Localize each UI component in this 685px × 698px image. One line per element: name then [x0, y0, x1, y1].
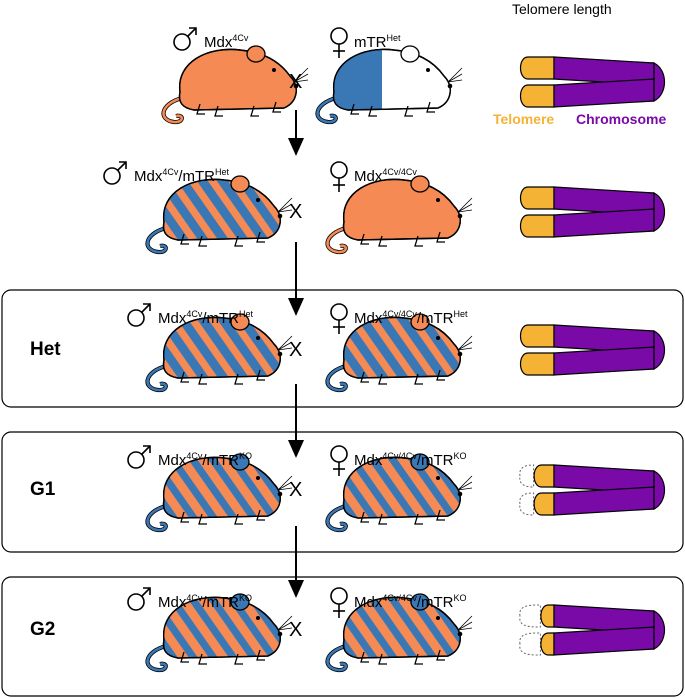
genotype-suffix: /mTR	[202, 452, 240, 469]
generation-title-g1: G1	[30, 479, 56, 500]
genotype-base: Mdx	[158, 452, 187, 469]
genotype-base: Mdx	[134, 168, 163, 185]
genotype-base: mTR	[354, 34, 387, 51]
genotype-suffix: /mTR	[416, 594, 454, 611]
genotype-superscript: 4Cv	[186, 309, 203, 319]
genotype-superscript: 4Cv	[186, 451, 203, 461]
male-genotype-p0: Mdx4Cv	[204, 33, 249, 51]
male-icon-het	[127, 303, 151, 327]
genotype-superscript-2: Het	[215, 167, 230, 177]
telomere-length-header: Telomere length	[512, 1, 612, 17]
genotype-superscript: 4Cv	[162, 167, 179, 177]
genotype-superscript: 4Cv/4Cv	[382, 451, 417, 461]
cross-symbol-p1: X	[289, 201, 303, 223]
chromosome-g1	[519, 464, 666, 516]
genotype-suffix: /mTR	[416, 310, 454, 327]
legend-chromosome: Chromosome	[576, 111, 667, 127]
generation-title-het: Het	[30, 339, 61, 360]
chromosome-arm	[553, 626, 655, 656]
cross-symbol-g1: X	[289, 479, 303, 501]
genotype-suffix: /mTR	[202, 310, 240, 327]
telomere-segment	[540, 604, 555, 628]
female-genotype-g1: Mdx4Cv/4Cv/mTRKO	[354, 451, 467, 469]
chromosome-arm	[553, 208, 655, 238]
male-icon-g2	[127, 587, 151, 611]
generation-box-2	[1, 576, 684, 697]
male-genotype-g2: Mdx4Cv/mTRKO	[158, 593, 253, 611]
genotype-base: Mdx	[354, 452, 383, 469]
telomere-segment	[533, 464, 555, 488]
chromosome-p1	[519, 186, 666, 238]
genotype-superscript-2: KO	[453, 593, 467, 603]
female-icon-g1	[330, 445, 348, 476]
genotype-superscript-2: KO	[453, 451, 467, 461]
chromosome-arm	[553, 346, 655, 376]
generation-box-1	[1, 431, 684, 553]
telomere-segment	[519, 214, 555, 238]
genotype-superscript: 4Cv	[232, 33, 249, 43]
genotype-superscript: 4Cv	[186, 593, 203, 603]
male-icon-g1	[127, 445, 151, 469]
genotype-base: Mdx	[158, 310, 187, 327]
cross-symbol-p0: X	[289, 71, 303, 93]
telomere-segment	[540, 632, 555, 656]
female-icon-p1	[330, 161, 348, 192]
chromosome-het	[519, 324, 666, 376]
genotype-base: Mdx	[158, 594, 187, 611]
mouse-female-g1	[325, 453, 473, 533]
generation-box-0	[1, 289, 684, 408]
male-icon-p0	[173, 27, 197, 51]
genotype-superscript: 4Cv/4Cv	[382, 593, 417, 603]
male-icon-p1	[103, 161, 127, 185]
telomere-segment	[519, 324, 555, 348]
genotype-superscript: 4Cv/4Cv	[382, 167, 417, 177]
mouse-male-g2	[145, 593, 293, 673]
genotype-superscript-2: KO	[239, 593, 253, 603]
chromosome-arm	[553, 78, 655, 108]
legend-telomere: Telomere	[493, 111, 555, 127]
genotype-suffix: /mTR	[178, 168, 216, 185]
genotype-suffix: /mTR	[416, 452, 454, 469]
generation-title-g2: G2	[30, 619, 56, 640]
telomere-segment	[519, 84, 555, 108]
genotype-base: Mdx	[354, 310, 383, 327]
mouse-female-p1	[325, 175, 473, 255]
chromosome-p0	[519, 56, 666, 108]
telomere-segment	[519, 186, 555, 210]
genotype-base: Mdx	[354, 594, 383, 611]
female-genotype-g2: Mdx4Cv/4Cv/mTRKO	[354, 593, 467, 611]
telomere-segment	[519, 352, 555, 376]
genotype-superscript-2: KO	[239, 451, 253, 461]
mouse-male-het	[145, 313, 293, 393]
genotype-superscript: Het	[386, 33, 401, 43]
male-genotype-p1: Mdx4Cv/mTRHet	[134, 167, 230, 185]
female-icon-het	[330, 303, 348, 334]
chromosome-g2	[519, 604, 666, 656]
genotype-suffix: /mTR	[202, 594, 240, 611]
female-icon-g2	[330, 587, 348, 618]
cross-symbol-g2: X	[289, 619, 303, 641]
chromosome-arm	[553, 486, 655, 516]
female-genotype-p0: mTRHet	[354, 33, 401, 51]
male-genotype-g1: Mdx4Cv/mTRKO	[158, 451, 253, 469]
female-icon-p0	[330, 27, 348, 58]
genotype-base: Mdx	[204, 34, 233, 51]
genotype-superscript-2: Het	[239, 309, 254, 319]
telomere-segment	[519, 56, 555, 80]
telomere-segment	[533, 492, 555, 516]
cross-symbol-het: X	[289, 339, 303, 361]
genotype-superscript: 4Cv/4Cv	[382, 309, 417, 319]
mouse-male-p0	[161, 45, 309, 125]
female-genotype-het: Mdx4Cv/4Cv/mTRHet	[354, 309, 468, 327]
genotype-base: Mdx	[354, 168, 383, 185]
genotype-superscript-2: Het	[453, 309, 468, 319]
mouse-female-g2	[325, 593, 473, 673]
mouse-female-het	[325, 313, 473, 393]
female-genotype-p1: Mdx4Cv/4Cv	[354, 167, 417, 185]
male-genotype-het: Mdx4Cv/mTRHet	[158, 309, 254, 327]
